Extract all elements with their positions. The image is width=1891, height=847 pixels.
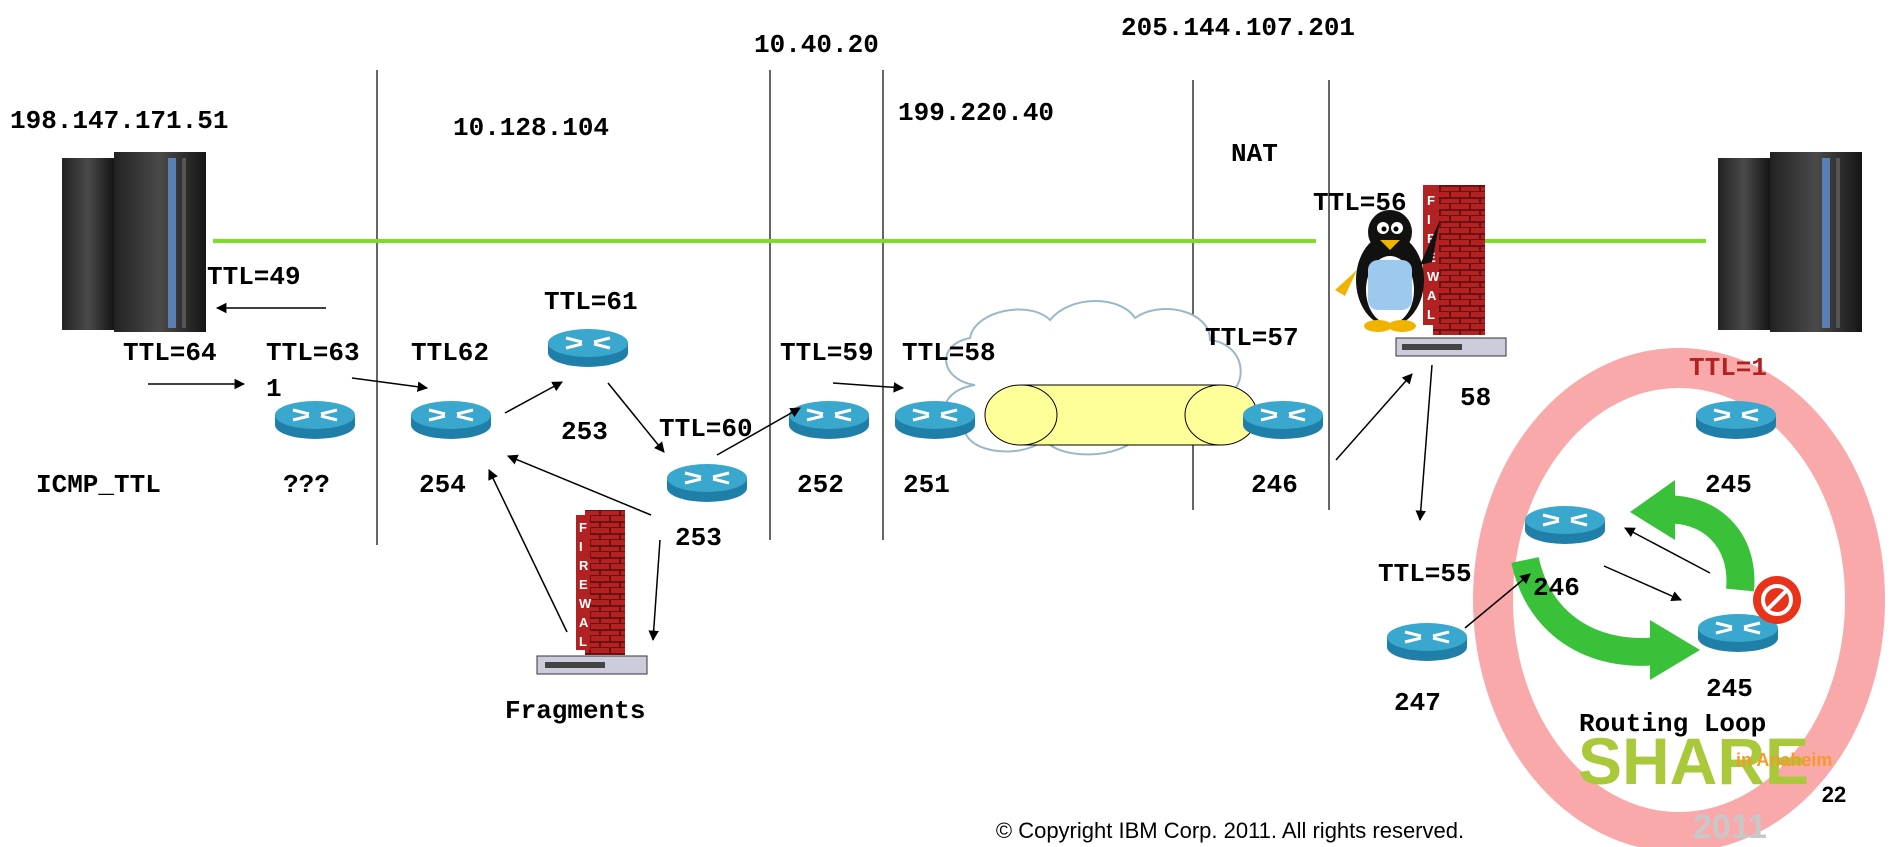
page-number: 22 <box>1822 782 1846 807</box>
ttl-59: TTL=59 <box>780 338 874 368</box>
firewall-letter: E <box>579 577 588 592</box>
ttl-64: TTL=64 <box>123 338 217 368</box>
firewall-letter: A <box>579 615 589 630</box>
fragments-label: Fragments <box>505 696 645 726</box>
firewall-letter: W <box>1427 269 1440 284</box>
ttl-60: TTL=60 <box>659 414 753 444</box>
firewall-letter: I <box>1427 212 1431 227</box>
subnet-10-40-20: 10.40.20 <box>754 30 879 60</box>
router-254 <box>411 401 491 439</box>
hop-253-upper: 253 <box>561 417 608 447</box>
share-logo-year: 2011 <box>1693 808 1767 846</box>
source-server <box>62 152 206 332</box>
fragments-firewall <box>537 510 647 674</box>
router-253-upper <box>548 329 628 367</box>
hop-247: 247 <box>1394 688 1441 718</box>
nat-label: NAT <box>1231 139 1278 169</box>
router-246 <box>1243 401 1323 439</box>
ttl-57: TTL=57 <box>1205 323 1299 353</box>
ttl-61: TTL=61 <box>544 287 638 317</box>
router-253-lower <box>667 464 747 502</box>
firewall-letter: L <box>579 634 587 649</box>
no-entry-icon <box>1753 576 1801 624</box>
router-unknown <box>275 401 355 439</box>
ttl-1: TTL=1 <box>1689 353 1767 383</box>
icmp-ttl-label: ICMP_TTL <box>36 470 161 500</box>
firewall-letter: W <box>579 596 592 611</box>
subnet-10-128-104: 10.128.104 <box>453 113 609 143</box>
loop-hop-246: 246 <box>1533 573 1580 603</box>
ttl-58: TTL=58 <box>902 338 996 368</box>
subnet-205-144-107-201: 205.144.107.201 <box>1121 13 1355 43</box>
hop-251: 251 <box>903 470 950 500</box>
firewall-letter: I <box>579 539 583 554</box>
ttl-56: TTL=56 <box>1313 188 1407 218</box>
firewall-letter: R <box>579 558 589 573</box>
router-245 <box>1696 401 1776 439</box>
loop-hop-245: 245 <box>1706 674 1753 704</box>
hop-246: 246 <box>1251 470 1298 500</box>
share-logo-location: in Anaheim <box>1736 750 1832 770</box>
hop-245: 245 <box>1705 470 1752 500</box>
hop-252: 252 <box>797 470 844 500</box>
subnet-source: 198.147.171.51 <box>10 106 228 136</box>
router-251 <box>895 401 975 439</box>
ttl-63: TTL=63 <box>266 338 360 368</box>
hop-253-lower: 253 <box>675 523 722 553</box>
ttl-49: TTL=49 <box>207 262 301 292</box>
hop-unknown: ??? <box>283 470 330 500</box>
loop-router-246 <box>1525 506 1605 544</box>
firewall-letter: A <box>1427 288 1437 303</box>
firewall-letter: F <box>579 520 587 535</box>
hop-58: 58 <box>1460 383 1491 413</box>
vpn-tunnel <box>985 385 1257 445</box>
subnet-199-220-40: 199.220.40 <box>898 98 1054 128</box>
router-247 <box>1387 623 1467 661</box>
router-252 <box>789 401 869 439</box>
hop-254: 254 <box>419 470 466 500</box>
firewall-letter: L <box>1427 307 1435 322</box>
ttl-63-wrap: 1 <box>266 374 282 404</box>
ttl-55: TTL=55 <box>1378 559 1472 589</box>
destination-server <box>1718 152 1862 332</box>
copyright-notice: © Copyright IBM Corp. 2011. All rights r… <box>996 818 1464 843</box>
firewall-letter: F <box>1427 193 1435 208</box>
ttl-62: TTL62 <box>411 338 489 368</box>
